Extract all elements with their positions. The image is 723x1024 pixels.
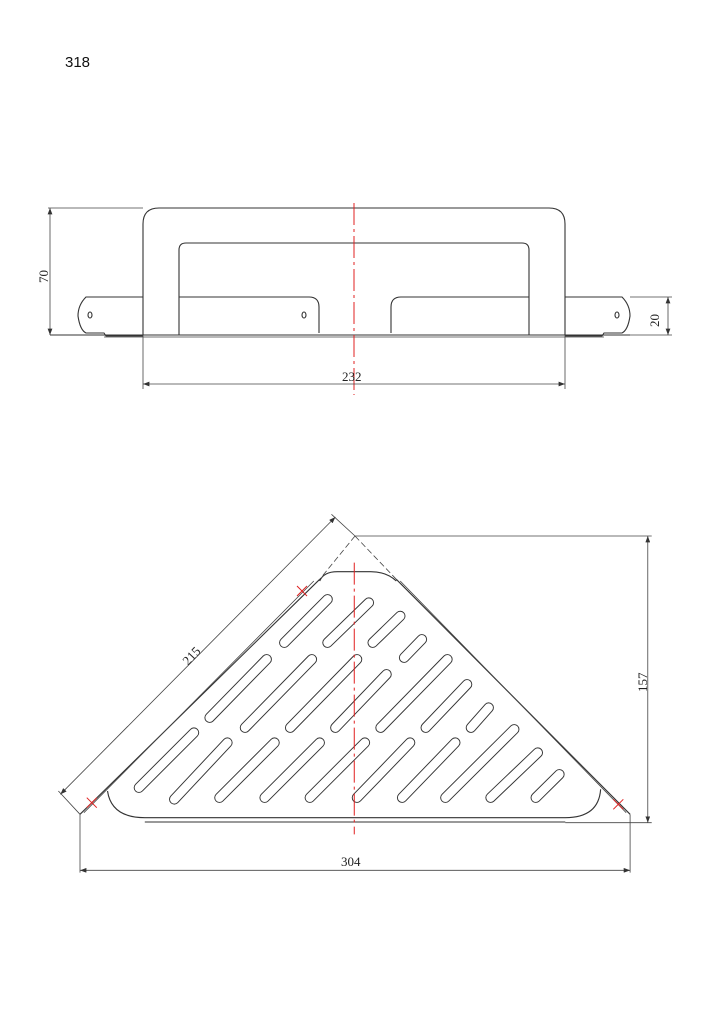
chamfer-hidden-line [319,535,356,580]
mount-hole-icon [614,311,620,319]
dimension-height: 70 [36,270,51,283]
drain-slot-inner [280,595,332,647]
drain-slot-inner [441,725,519,802]
drain-slot-inner [376,655,452,732]
drain-slot-inner [421,680,472,732]
drain-slot-inner [466,703,493,732]
inner-block-right [390,296,529,333]
tab-right [565,296,631,337]
dimension-width: 304 [341,854,361,869]
front-view: 70 20 232 [36,203,672,395]
drain-slot-inner [352,738,415,802]
mount-hole-icon [87,311,93,319]
top-view: 215 157 304 [58,514,652,873]
drain-slot-inner [399,635,427,662]
drain-slot-inner [486,748,543,802]
dimension-tab-height: 20 [647,314,662,327]
mount-point-cross-icon [86,797,98,809]
extension-line [58,790,81,815]
chamfer-hidden-line [354,535,397,580]
page-number: 318 [65,54,90,71]
drain-slot-inner [134,728,199,792]
inner-block-left [179,296,320,333]
drain-slot-inner [331,670,391,732]
dimension-line-edge [60,516,336,795]
mount-point-cross-icon [612,798,624,810]
dimension-width: 232 [342,369,362,384]
drain-slot-inner [531,770,564,802]
drain-slot-inner [323,598,374,647]
tab-left [77,296,143,337]
dimension-edge: 215 [179,644,203,668]
mount-hole-icon [301,311,307,319]
plate-edge-right [399,580,627,813]
drain-slot-inner [397,738,460,802]
mount-point-cross-icon [296,585,308,597]
extension-line [331,514,356,537]
drain-slot-inner [368,611,405,647]
